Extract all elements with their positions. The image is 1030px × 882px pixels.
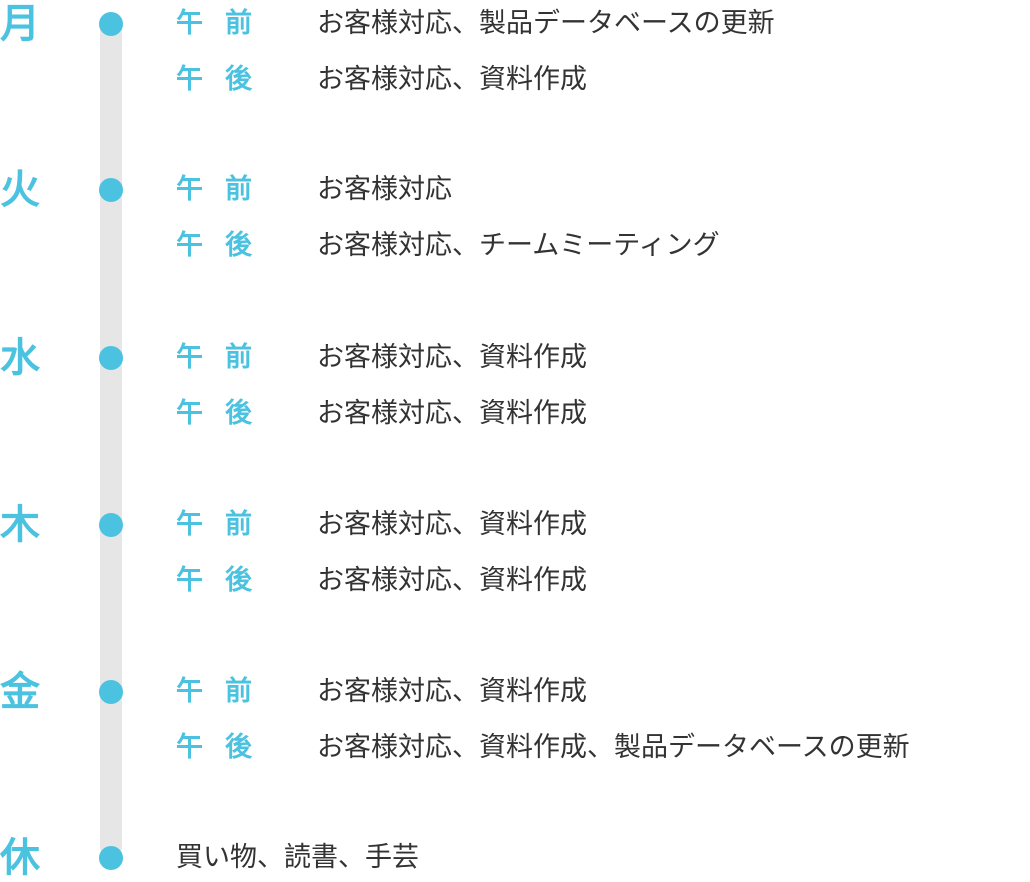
slot-row-pm: 午後 お客様対応、チームミーティング: [0, 226, 1030, 266]
slot-text: お客様対応: [317, 174, 452, 205]
slot-text: お客様対応、チームミーティング: [317, 230, 720, 261]
slot-label: 午前: [176, 8, 274, 39]
slot-label: 午後: [176, 230, 274, 261]
slot-label: 午前: [176, 342, 274, 373]
slot-text: お客様対応、資料作成: [317, 509, 587, 540]
slot-label: 午前: [176, 509, 274, 540]
slot-row-am: 午前 お客様対応: [0, 170, 1030, 210]
slot-row-pm: 午後 お客様対応、資料作成: [0, 394, 1030, 434]
timeline-dot: [99, 680, 123, 704]
timeline-dot: [99, 513, 123, 537]
holiday-row: 買い物、読書、手芸: [0, 838, 1030, 878]
timeline-line: [100, 18, 122, 858]
slot-label: 午後: [176, 398, 274, 429]
slot-label: 午後: [176, 732, 274, 763]
slot-row-am: 午前 お客様対応、資料作成: [0, 672, 1030, 712]
slot-row-am: 午前 お客様対応、資料作成: [0, 338, 1030, 378]
timeline-dot: [99, 346, 123, 370]
day-label: 休: [0, 835, 40, 881]
day-label: 水: [0, 335, 40, 381]
slot-text: お客様対応、資料作成: [317, 398, 587, 429]
slot-text: お客様対応、資料作成: [317, 342, 587, 373]
timeline-dot: [99, 12, 123, 36]
timeline-dot: [99, 846, 123, 870]
slot-row-pm: 午後 お客様対応、資料作成、製品データベースの更新: [0, 728, 1030, 768]
day-label: 木: [0, 502, 40, 548]
slot-label: 午前: [176, 174, 274, 205]
slot-label: 午後: [176, 565, 274, 596]
slot-label: 午後: [176, 64, 274, 95]
slot-row-pm: 午後 お客様対応、資料作成: [0, 561, 1030, 601]
day-block-fri: 金 午前 お客様対応、資料作成 午後 お客様対応、資料作成、製品データベースの更…: [0, 669, 1030, 792]
slot-label: 午前: [176, 676, 274, 707]
slot-text: お客様対応、資料作成: [317, 64, 587, 95]
slot-text: お客様対応、製品データベースの更新: [317, 8, 775, 39]
slot-row-am: 午前 お客様対応、製品データベースの更新: [0, 4, 1030, 44]
slot-text: お客様対応、資料作成、製品データベースの更新: [317, 732, 910, 763]
day-block-thu: 木 午前 お客様対応、資料作成 午後 お客様対応、資料作成: [0, 502, 1030, 625]
day-label: 金: [0, 669, 40, 715]
day-block-holiday: 休 買い物、読書、手芸: [0, 835, 1030, 881]
day-block-mon: 月 午前 お客様対応、製品データベースの更新 午後 お客様対応、資料作成: [0, 1, 1030, 124]
slot-text: お客様対応、資料作成: [317, 676, 587, 707]
day-label: 月: [0, 1, 40, 47]
slot-text: お客様対応、資料作成: [317, 565, 587, 596]
day-block-wed: 水 午前 お客様対応、資料作成 午後 お客様対応、資料作成: [0, 335, 1030, 458]
day-label: 火: [0, 167, 40, 213]
holiday-text: 買い物、読書、手芸: [176, 842, 419, 873]
timeline-dot: [99, 178, 123, 202]
slot-row-pm: 午後 お客様対応、資料作成: [0, 60, 1030, 100]
slot-row-am: 午前 お客様対応、資料作成: [0, 505, 1030, 545]
day-block-tue: 火 午前 お客様対応 午後 お客様対応、チームミーティング: [0, 167, 1030, 290]
